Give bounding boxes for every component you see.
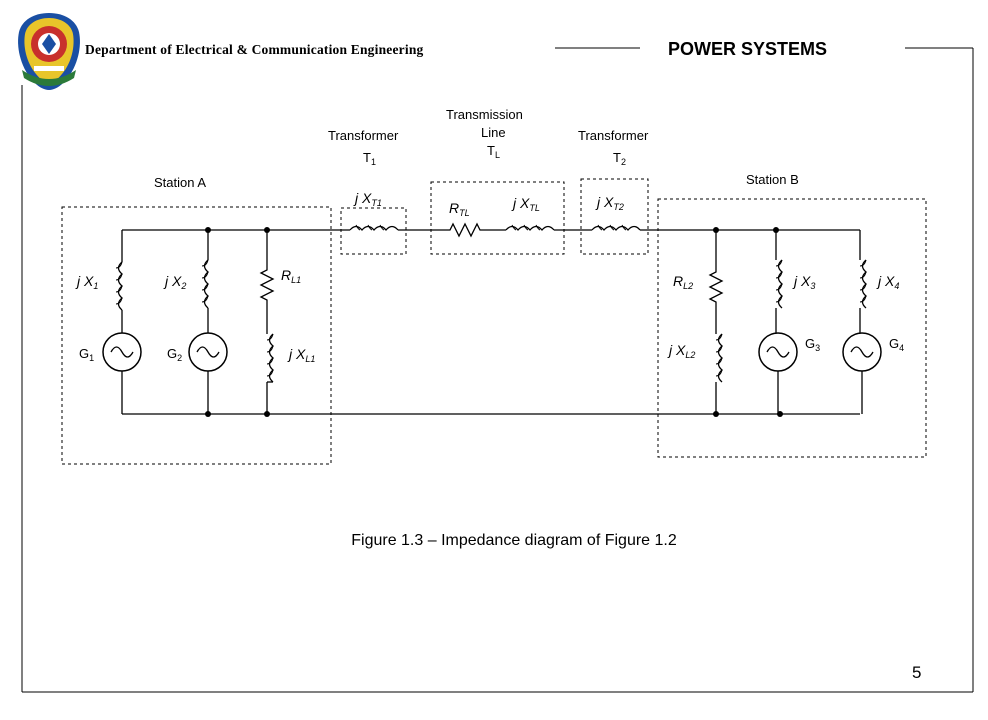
rtl-label: RTL [449,200,470,218]
x1-label: j X1 [75,273,98,291]
transmission-line-title-2: Line [481,125,506,140]
g2-label: G2 [167,346,182,363]
transformer-2-name: T2 [613,150,626,167]
department-title: Department of Electrical & Communication… [85,42,424,57]
transformer-1-name: T1 [363,150,376,167]
g4-label: G4 [889,336,904,353]
xt1-label: j XT1 [353,190,382,208]
xl2-label: j XL2 [667,342,695,360]
page-number: 5 [912,663,922,682]
figure-caption: Figure 1.3 – Impedance diagram of Figure… [351,532,677,549]
station-a-label: Station A [154,175,206,190]
course-title: POWER SYSTEMS [668,39,828,59]
g3-label: G3 [805,336,820,353]
rl1-label: RL1 [281,267,301,285]
xl1-label: j XL1 [287,346,315,364]
institution-logo [18,13,80,90]
x3-label: j X3 [792,273,815,291]
transmission-line-title-1: Transmission [446,107,523,122]
transmission-line-name: TL [487,143,500,160]
g1-label: G1 [79,346,94,363]
transformer-2-title: Transformer [578,128,649,143]
transformer-1-title: Transformer [328,128,399,143]
xtl-label: j XTL [511,195,540,213]
x2-label: j X2 [163,273,186,291]
xt2-label: j XT2 [595,194,624,212]
rl2-label: RL2 [673,273,693,291]
station-b-label: Station B [746,172,799,187]
x4-label: j X4 [876,273,899,291]
